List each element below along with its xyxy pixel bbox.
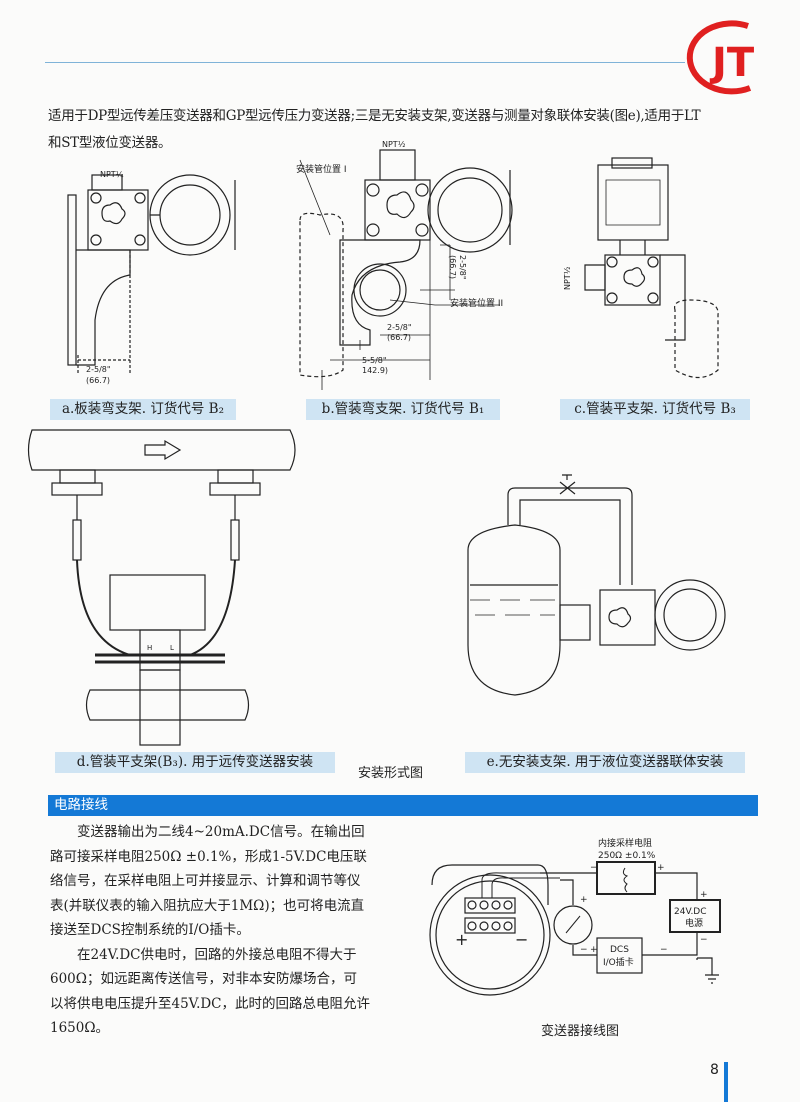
- svg-text:+: +: [700, 890, 708, 900]
- jt-logo: JT: [686, 20, 755, 95]
- intro-line-1: 适用于DP型远传差压变送器和GP型远传压力变送器;三是无安装支架,变送器与测量对…: [48, 108, 701, 124]
- svg-text:+: +: [590, 945, 598, 955]
- svg-text:2-5/8": 2-5/8": [387, 323, 412, 332]
- svg-text:I/O插卡: I/O插卡: [603, 956, 634, 968]
- page-number-bar: [724, 1062, 728, 1102]
- caption-figure-d: d.管装平支架(B₃). 用于远传变送器安装: [55, 752, 335, 773]
- svg-text:NPT½: NPT½: [382, 140, 406, 149]
- svg-text:250Ω ±0.1%: 250Ω ±0.1%: [598, 851, 656, 861]
- figure-b-drawing: 安装管位置 I 安装管位置 II NPT½ 2-5/8" (66.7) 5-5/…: [296, 140, 513, 390]
- svg-text:2-5/8": 2-5/8": [458, 255, 467, 280]
- svg-text:安装管位置 I: 安装管位置 I: [296, 163, 347, 175]
- svg-text:NPT¼: NPT¼: [100, 170, 124, 179]
- svg-text:142.9): 142.9): [362, 366, 388, 375]
- figure-a-drawing: NPT¼ 2-5/8" (66.7): [67, 170, 236, 385]
- wiring-diagram: + − 内接采样电阻 250Ω ±0.1% 24V.DC 电源 DCS I/O插…: [429, 837, 721, 996]
- svg-text:+: +: [657, 863, 665, 873]
- figure-c-drawing: NPT½: [563, 157, 719, 379]
- svg-text:−: −: [660, 945, 668, 955]
- installation-figure-title: 安装形式图: [358, 766, 424, 781]
- svg-text:24V.DC: 24V.DC: [674, 907, 707, 917]
- svg-text:−: −: [580, 945, 588, 955]
- caption-figure-b: b.管装弯支架. 订货代号 B₁: [306, 399, 500, 420]
- svg-text:(66.7): (66.7): [86, 376, 110, 385]
- section-header-wiring: 电路接线: [48, 795, 758, 816]
- figure-e-drawing: [467, 474, 726, 696]
- svg-text:DCS: DCS: [610, 945, 629, 955]
- page-number: 8: [710, 1062, 719, 1078]
- caption-figure-c: c.管装平支架. 订货代号 B₃: [560, 399, 750, 420]
- svg-text:+: +: [455, 930, 468, 949]
- header-rule: [45, 62, 685, 63]
- svg-text:电源: 电源: [685, 917, 703, 929]
- paragraph-1: 变送器输出为二线4~20mA.DC信号。在输出回路可接采样电阻250Ω ±0.1…: [50, 824, 367, 938]
- svg-text:(66.7): (66.7): [387, 333, 411, 342]
- wiring-description: 变送器输出为二线4~20mA.DC信号。在输出回路可接采样电阻250Ω ±0.1…: [50, 820, 370, 1041]
- svg-text:内接采样电阻: 内接采样电阻: [598, 837, 652, 849]
- caption-figure-e: e.无安装支架. 用于液位变送器联体安装: [465, 752, 745, 773]
- svg-text:(66.7): (66.7): [448, 255, 457, 279]
- svg-text:2-5/8": 2-5/8": [86, 365, 111, 374]
- svg-text:+: +: [580, 895, 588, 905]
- caption-figure-a: a.板装弯支架. 订货代号 B₂: [50, 399, 236, 420]
- paragraph-2: 在24V.DC供电时，回路的外接总电阻不得大于600Ω；如远距离传送信号，对非本…: [50, 946, 371, 1037]
- svg-text:JT: JT: [709, 40, 755, 86]
- wiring-diagram-title: 变送器接线图: [541, 1024, 620, 1039]
- svg-text:−: −: [515, 930, 528, 949]
- svg-text:5-5/8": 5-5/8": [362, 356, 387, 365]
- svg-text:H: H: [147, 644, 152, 652]
- figure-d-drawing: H L: [27, 429, 296, 746]
- svg-text:安装管位置 II: 安装管位置 II: [450, 297, 503, 309]
- svg-text:−: −: [590, 863, 598, 873]
- svg-text:−: −: [700, 935, 708, 945]
- svg-text:L: L: [170, 644, 174, 652]
- svg-text:NPT½: NPT½: [563, 266, 572, 290]
- intro-line-2: 和ST型液位变送器。: [48, 135, 172, 151]
